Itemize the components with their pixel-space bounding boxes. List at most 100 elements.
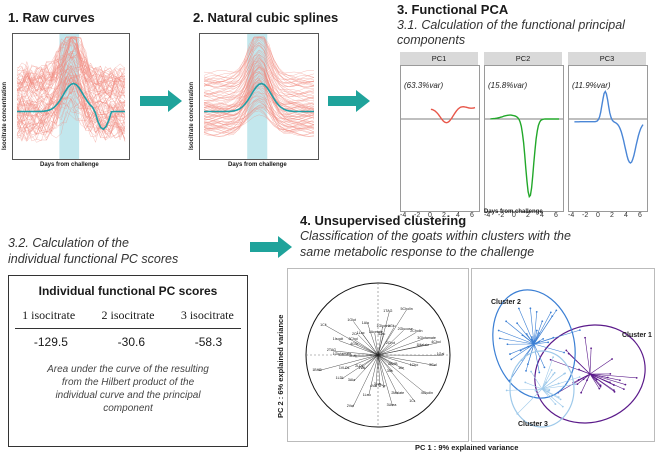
loading-arrow (377, 327, 395, 356)
cluster-point (561, 405, 564, 408)
cluster-ray (589, 373, 620, 381)
cluster-point (613, 390, 616, 393)
cluster-ellipse (492, 289, 576, 399)
cluster-ray (533, 310, 557, 345)
cluster-ray (541, 357, 554, 390)
scores-table-title: Individual functional PC scores (38, 284, 218, 298)
variable-label: 1TAG (383, 308, 393, 313)
loading-arrow (377, 354, 393, 407)
variable-label: 1Leu (362, 392, 371, 397)
individual-curve (16, 65, 126, 135)
cluster-ray (584, 337, 591, 375)
correlation-circle-svg (305, 282, 451, 428)
variable-label: 3Glutamate (417, 335, 436, 340)
cluster-ray (589, 348, 592, 375)
cluster-ray (533, 343, 540, 373)
variable-label: 1Malate (416, 342, 430, 347)
cluster-point (543, 366, 546, 369)
cluster-ray (525, 382, 543, 390)
individual-curve (203, 39, 315, 88)
fpca-x-tick: 4 (456, 212, 460, 219)
variable-label: 1Ala (361, 320, 369, 325)
scores-values: -129.5 -30.6 -58.3 (9, 335, 247, 349)
cluster-point (559, 398, 562, 401)
fpca-x-tick: 6 (470, 212, 474, 219)
cluster-ray (533, 338, 544, 345)
cluster-ray (541, 383, 559, 390)
individual-curve (203, 65, 315, 121)
step3-subtitle-line1: 3.1. Calculation of the functional princ… (397, 18, 625, 32)
cluster-ray (580, 373, 591, 393)
fpca-variance-label: (15.8%var) (488, 81, 528, 90)
cluster-point (565, 349, 568, 352)
cluster-ray (568, 353, 591, 375)
individual-curve (203, 81, 315, 133)
individual-curve (203, 41, 315, 84)
spline-curves-plot (199, 33, 319, 160)
variable-label: 2Val (346, 404, 354, 409)
variable-label: 4Chol (431, 339, 441, 344)
loading-arrow (375, 354, 379, 388)
cluster-ray (533, 342, 549, 345)
note-line2: from the Hilbert product of the (61, 377, 195, 388)
cluster-point (547, 341, 550, 344)
cluster-point (578, 376, 581, 378)
cluster-point (497, 329, 500, 332)
cluster-ray (530, 371, 543, 390)
fpca-variance-label: (63.3%var) (404, 81, 444, 90)
individual-curve (203, 110, 315, 132)
cluster-point (578, 368, 580, 371)
fpca-x-tick: -4 (400, 212, 407, 219)
fpca-x-tick: 2 (442, 212, 446, 219)
individual-curve (16, 81, 126, 142)
loading-arrow (318, 354, 379, 371)
fpca-curve-svg (401, 105, 479, 124)
loading-arrow (362, 334, 379, 356)
cluster-point (557, 382, 560, 385)
loading-arrow (377, 354, 405, 370)
fpca-curve-svg (569, 90, 647, 164)
step32-title-line2: individual functional PC scores (8, 252, 179, 266)
loading-arrow (377, 354, 398, 395)
arrow-right-icon (140, 90, 182, 112)
individual-curve (203, 37, 315, 93)
individual-curve (203, 36, 315, 76)
cluster-ray (518, 308, 535, 345)
fpca-x-tick: 6 (638, 212, 642, 219)
fpca-panel-header: PC3 (568, 52, 646, 66)
fpca-x-tick: 0 (596, 212, 600, 219)
loading-arrow (367, 323, 379, 356)
cluster-point (622, 388, 625, 391)
cluster-ray (589, 373, 615, 393)
cluster-point (550, 369, 553, 371)
individual-curve (203, 74, 315, 131)
loading-arrow (377, 344, 392, 356)
loading-arrow (377, 326, 383, 356)
cluster-point (567, 352, 570, 355)
loading-arrow (344, 354, 379, 369)
fpca-x-tick: -2 (582, 212, 589, 219)
arrow-right-icon (250, 236, 292, 258)
cluster-ray (533, 329, 580, 345)
fpca-x-tick: 2 (526, 212, 530, 219)
cluster-ray (589, 358, 613, 375)
individual-curve (203, 98, 315, 131)
variable-label: 2Glucose (397, 327, 413, 332)
loading-arrow (377, 354, 394, 372)
loading-arrow (355, 354, 379, 358)
individual-curve (16, 96, 126, 134)
cluster-ray (541, 388, 548, 392)
step32-title-line1: 3.2. Calculation of the (8, 236, 129, 250)
cluster-ray (535, 388, 543, 392)
cluster-ray (589, 373, 601, 387)
individual-curve (203, 71, 315, 100)
cluster-point (526, 363, 529, 366)
scores-headers: 1 isocitrate 2 isocitrate 3 isocitrate (9, 308, 247, 323)
individual-curve (16, 53, 126, 92)
individual-curve (203, 108, 315, 138)
cluster-point (599, 385, 602, 388)
cluster-ray (506, 388, 543, 391)
individual-curve (16, 87, 126, 127)
cluster-point (516, 412, 519, 415)
variable-label: 3Lac (377, 332, 386, 337)
